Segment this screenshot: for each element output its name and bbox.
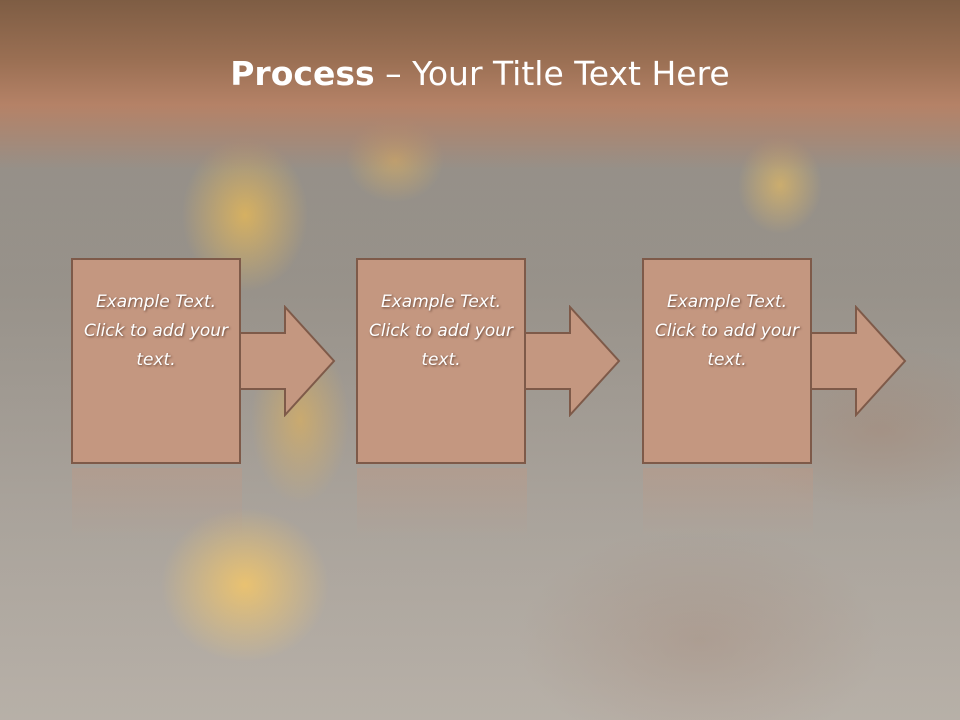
- slide-title[interactable]: Process – Your Title Text Here: [0, 52, 960, 96]
- step-2-arrow: [525, 305, 621, 417]
- step-1-text: Example Text. Click to add your text.: [83, 291, 228, 370]
- step-1-box[interactable]: Example Text. Click to add your text.: [71, 258, 241, 464]
- step-3-reflection: [643, 468, 813, 538]
- step-2-box[interactable]: Example Text. Click to add your text.: [356, 258, 526, 464]
- step-2-reflection: [357, 468, 527, 538]
- title-rest: – Your Title Text Here: [374, 54, 730, 93]
- step-3-arrow: [811, 305, 907, 417]
- step-1-reflection: [72, 468, 242, 538]
- step-1-arrow: [240, 305, 336, 417]
- title-band: [0, 0, 960, 170]
- step-2-text: Example Text. Click to add your text.: [368, 291, 513, 370]
- step-3-text: Example Text. Click to add your text.: [654, 291, 799, 370]
- title-bold: Process: [230, 54, 375, 93]
- step-3-box[interactable]: Example Text. Click to add your text.: [642, 258, 812, 464]
